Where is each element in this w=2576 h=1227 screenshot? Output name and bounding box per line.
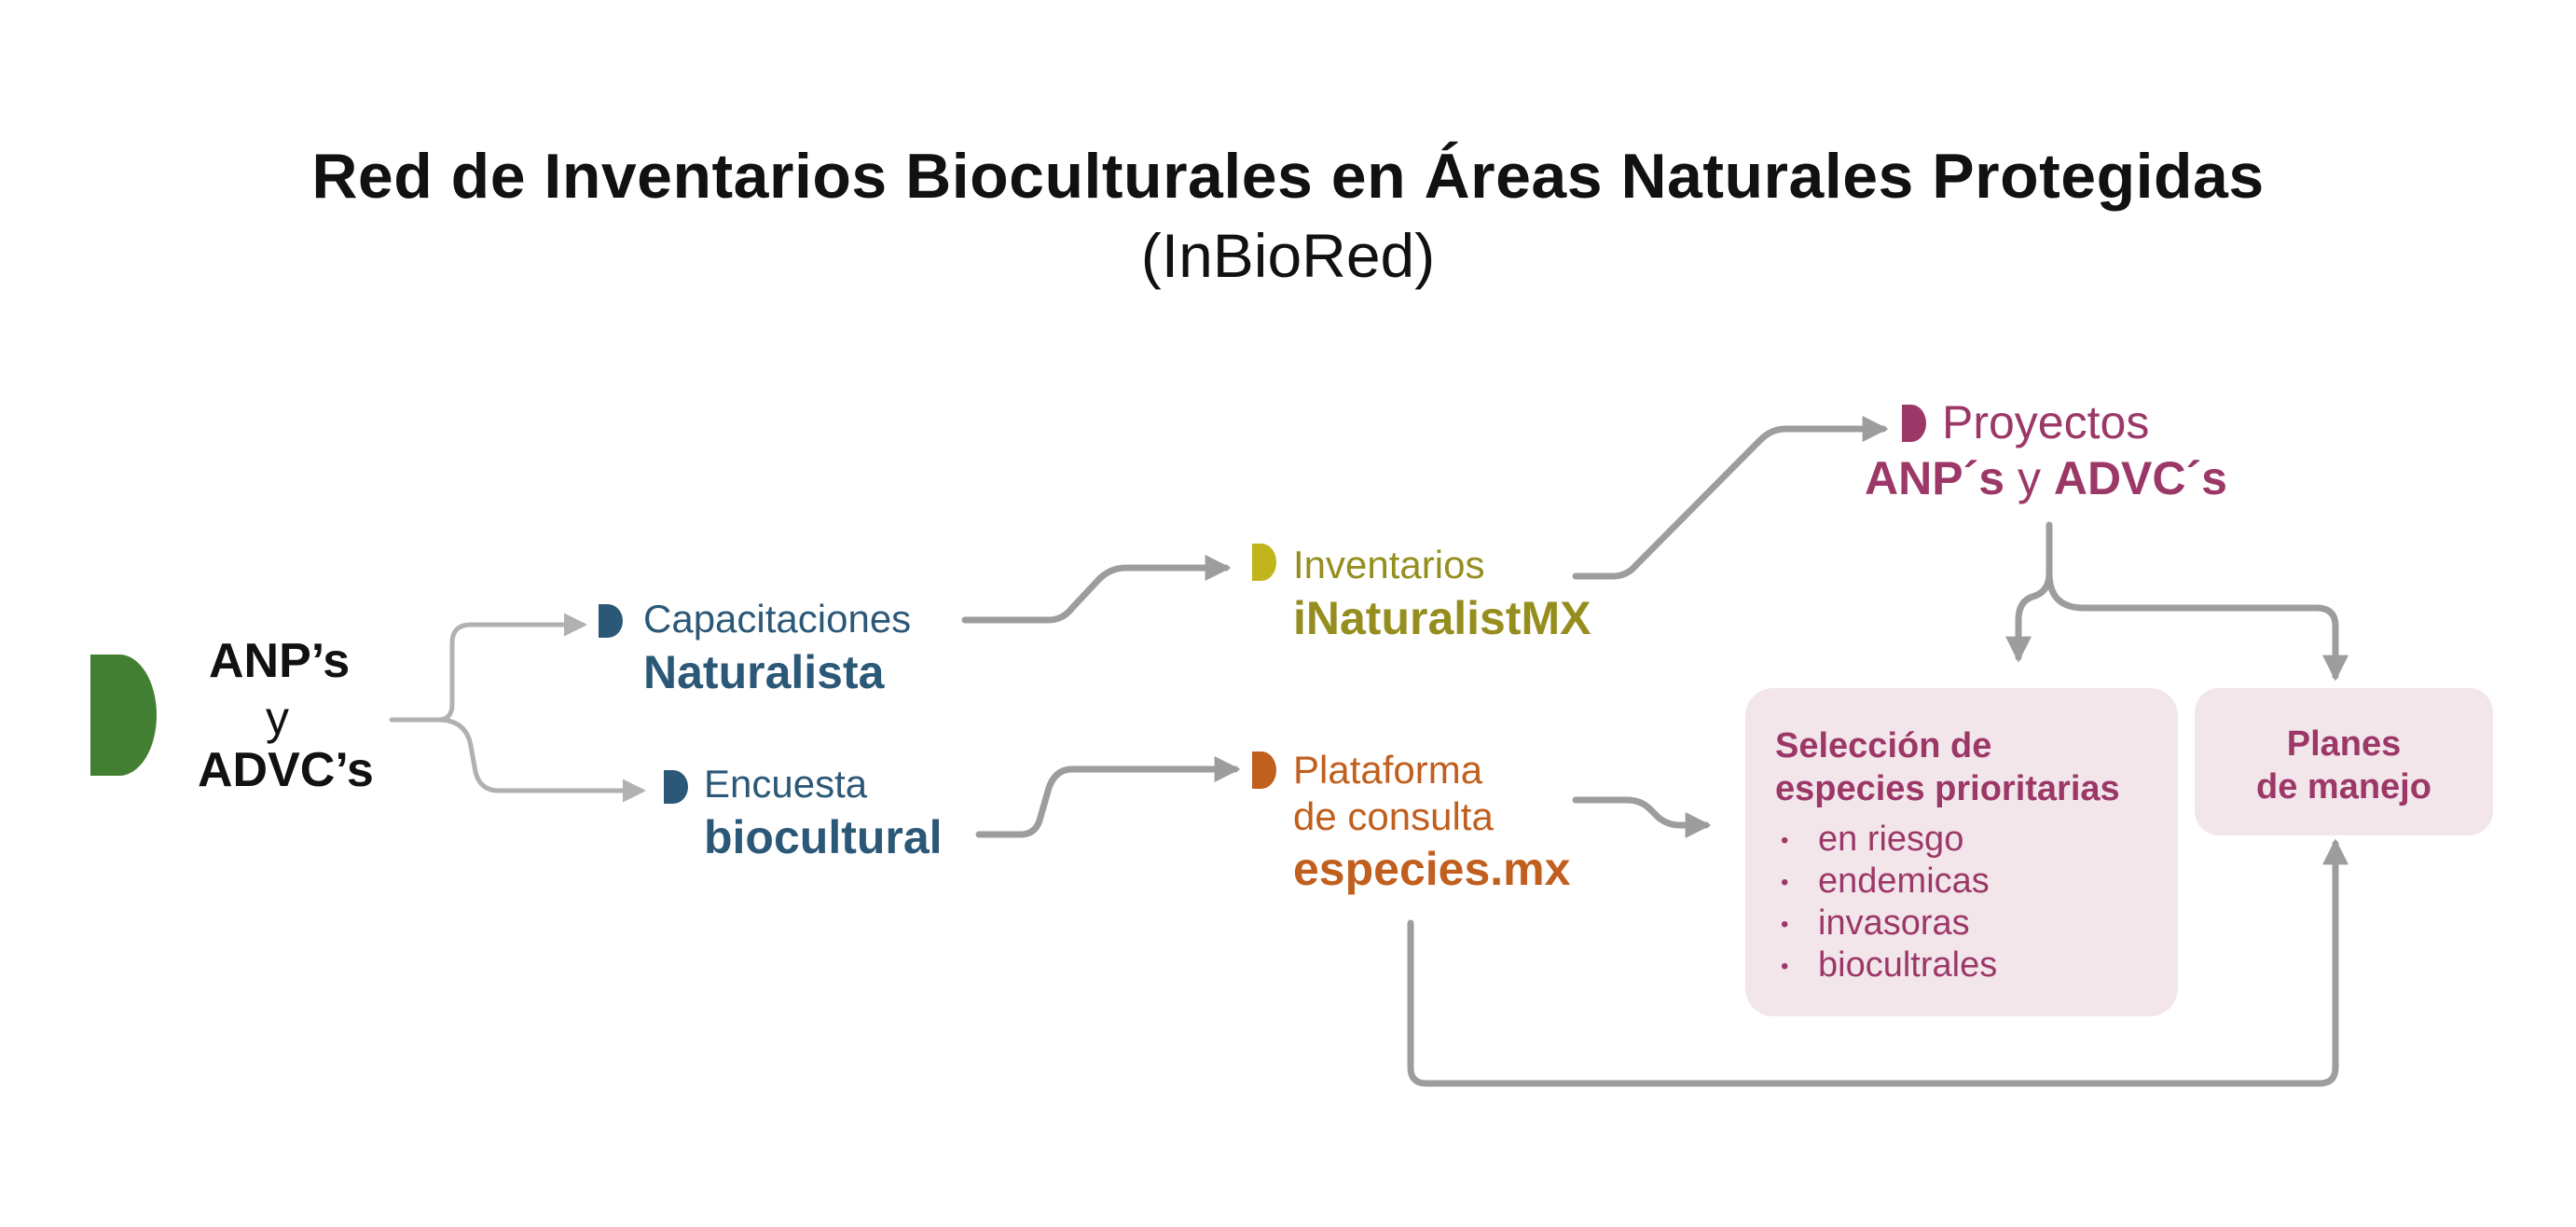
arrow-plataforma-to-seleccion (1572, 796, 1712, 838)
proyectos-sublabel: ANP´s y ADVC´s (1865, 455, 2227, 502)
planes-line1: Planes (2286, 724, 2402, 764)
diagram-title: Red de Inventarios Bioculturales en Área… (311, 141, 2265, 212)
proyectos-label: Proyectos (1942, 396, 2150, 448)
biocultural-label: biocultural (704, 811, 943, 863)
diagram-subtitle: (InBioRed) (1140, 221, 1436, 290)
arrow-encuesta-to-plataforma (975, 756, 1241, 838)
start-line1: ANP’s (209, 634, 351, 688)
list-item: invasoras (1771, 903, 1997, 944)
arrow-proyectos-to-seleccion (2005, 521, 2053, 663)
capacitaciones-bullet-icon (599, 604, 623, 638)
proyectos-bullet-icon (1902, 405, 1926, 442)
arrow-proyectos-to-planes (2046, 570, 2349, 682)
seleccion-title-line2: especies prioritarias (1775, 769, 2120, 808)
list-item: biocultrales (1771, 944, 1997, 986)
seleccion-title-line1: Selección de (1775, 726, 1992, 765)
arrow-plataforma-to-planes (1407, 838, 2349, 1087)
advcs-label: ADVC´s (2053, 452, 2227, 504)
inaturalistmx-label: iNaturalistMX (1293, 592, 1591, 644)
anps-label: ANP´s (1865, 452, 2005, 504)
capacitaciones-label: Capacitaciones (643, 597, 912, 641)
planes-line2: de manejo (2256, 767, 2431, 807)
planes-box: Planes de manejo (2195, 688, 2493, 835)
start-line3: ADVC’s (198, 743, 374, 797)
list-item: endemicas (1771, 861, 1997, 903)
connector-y-label: y (2017, 452, 2041, 504)
naturalista-label: Naturalista (643, 646, 885, 698)
arrow-start-to-encuesta (435, 717, 646, 803)
arrow-capacitaciones-to-inventarios (961, 555, 1232, 624)
seleccion-box: Selección de especies prioritarias en ri… (1745, 688, 2178, 1016)
encuesta-label: Encuesta (704, 762, 868, 806)
plataforma-bullet-icon (1252, 751, 1276, 789)
start-line2: y (266, 692, 289, 744)
list-item: en riesgo (1771, 819, 1997, 861)
arrow-start-to-capacitaciones (389, 613, 587, 723)
inventarios-label: Inventarios (1293, 543, 1485, 586)
de-consulta-label: de consulta (1293, 794, 1494, 838)
seleccion-list: en riesgo endemicas invasoras biocultral… (1771, 819, 1997, 986)
especies-mx-label: especies.mx (1293, 843, 1571, 895)
start-marker-icon (90, 655, 157, 776)
arrow-inventarios-to-proyectos (1572, 416, 1889, 580)
inventarios-bullet-icon (1252, 544, 1276, 581)
encuesta-bullet-icon (664, 770, 688, 804)
plataforma-label: Plataforma (1293, 748, 1483, 792)
